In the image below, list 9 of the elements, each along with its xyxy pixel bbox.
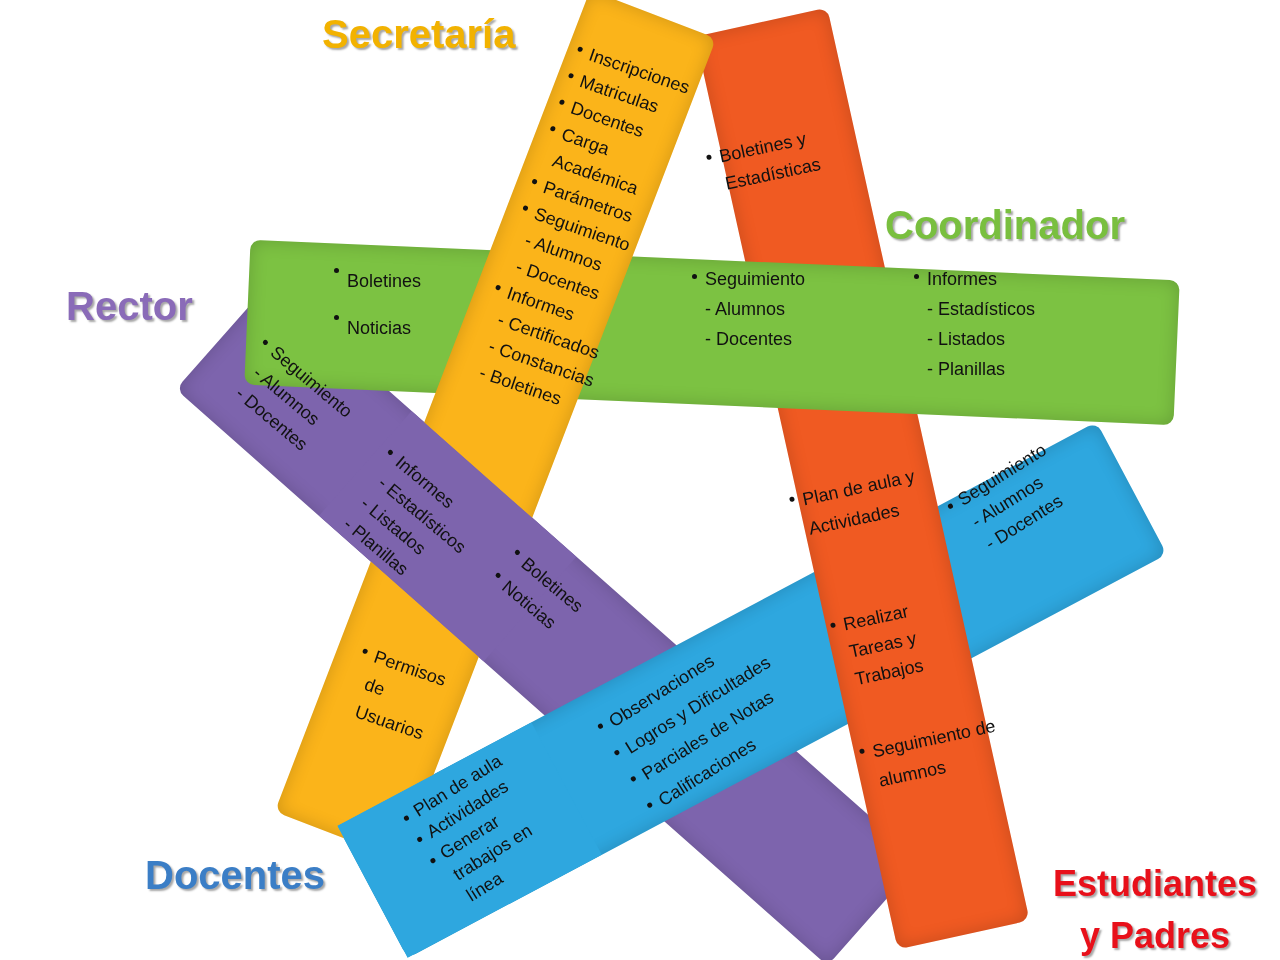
role-title: Secretaría: [322, 12, 516, 57]
list-item: Informes - Estadísticos - Listados - Planillas: [912, 264, 1036, 384]
role-title: Estudiantes y Padres: [1051, 862, 1258, 959]
role-title: Docentes: [145, 853, 326, 898]
list-item: Noticias: [332, 305, 422, 352]
list-item: Boletines: [332, 258, 422, 305]
role-title: Rector: [66, 284, 193, 329]
list-item: Seguimiento - Alumnos - Docentes: [690, 264, 806, 354]
role-title: Coordinador: [885, 203, 1125, 248]
